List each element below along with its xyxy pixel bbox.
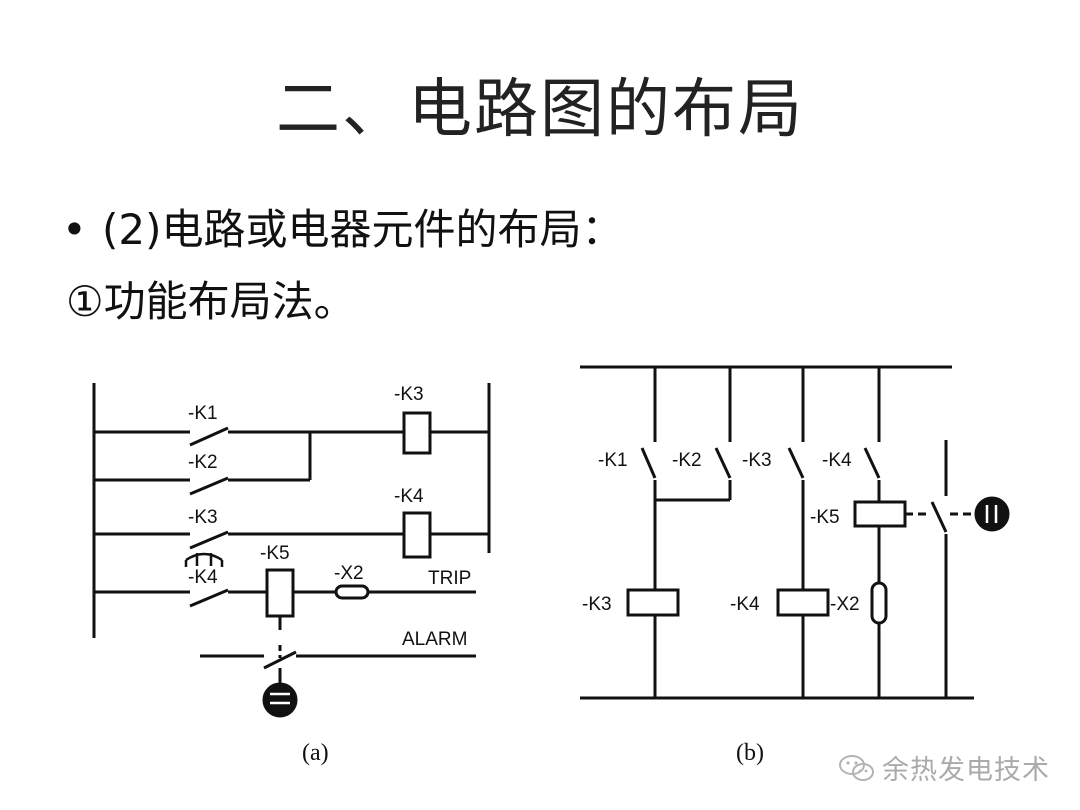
- label-alarm: ALARM: [402, 629, 467, 650]
- label-k3-coil-b: -K3: [582, 594, 612, 615]
- coil-k5-a: [265, 568, 295, 618]
- watermark-text: 余热发电技术: [882, 755, 1050, 786]
- label-k3-a: -K3: [188, 507, 218, 528]
- diagram-b-labels: -K1 -K2 -K3 -K4 -K5 -K3 -K4 -X2 (b): [582, 450, 860, 766]
- bullet-dot: •: [62, 205, 87, 254]
- alarm-lamp: [262, 682, 298, 718]
- coil-k3-b: [626, 588, 680, 617]
- coil-k3-a: [402, 411, 432, 455]
- fuse-x2-a: [334, 584, 370, 600]
- label-trip: TRIP: [428, 568, 471, 589]
- diagram-b: [580, 365, 1010, 700]
- bullet-text: (2)电路或电器元件的布局：: [102, 205, 624, 254]
- label-k3-coil-a: -K3: [394, 384, 424, 405]
- contact-k5-a: [263, 650, 297, 670]
- label-k5-b: -K5: [810, 507, 840, 528]
- label-k2-a: -K2: [188, 452, 218, 473]
- coil-k5-b: [853, 500, 907, 528]
- label-k4-coil-b: -K4: [730, 594, 760, 615]
- caption-a: (a): [302, 740, 329, 766]
- contact-k4-a: [189, 588, 229, 608]
- label-k3-b: -K3: [742, 450, 772, 471]
- contact-k1-b: [640, 447, 657, 479]
- contact-k3-b: [787, 447, 805, 479]
- contact-k1-a: [189, 426, 229, 447]
- contact-k5-b: [930, 501, 948, 533]
- coil-k4-b: [776, 588, 830, 617]
- contact-k4-b: [863, 447, 881, 479]
- linkage-symbol: [184, 552, 224, 567]
- fuse-x2-b: [870, 581, 888, 625]
- label-k5-a: -K5: [260, 543, 290, 564]
- wechat-icon: [839, 754, 874, 781]
- label-k4-b: -K4: [822, 450, 852, 471]
- contact-k2-a: [189, 476, 229, 496]
- label-k4-coil-a: -K4: [394, 486, 424, 507]
- contact-k2-b: [714, 447, 732, 479]
- label-k1-a: -K1: [188, 403, 218, 424]
- bullet-line: • (2)电路或电器元件的布局：: [62, 196, 624, 257]
- contact-k3-a: [189, 530, 229, 550]
- label-x2-b: -X2: [830, 594, 860, 615]
- sub-point: ①功能布局法。: [66, 277, 356, 326]
- label-k1-b: -K1: [598, 450, 628, 471]
- diagram-a-labels: -K1 -K2 -K3 -K3 -K4 -K4 -K5 -X2 TRIP ALA…: [188, 384, 471, 766]
- coil-k4-a: [402, 511, 432, 559]
- watermark: 余热发电技术: [838, 748, 1050, 787]
- indicator-lamp-b: [974, 496, 1010, 532]
- diagram-a: [92, 383, 491, 718]
- slide-title: 二、电路图的布局: [276, 73, 804, 147]
- caption-b: (b): [736, 740, 764, 766]
- label-x2-a: -X2: [334, 563, 364, 584]
- label-k4-a: -K4: [188, 567, 218, 588]
- label-k2-b: -K2: [672, 450, 702, 471]
